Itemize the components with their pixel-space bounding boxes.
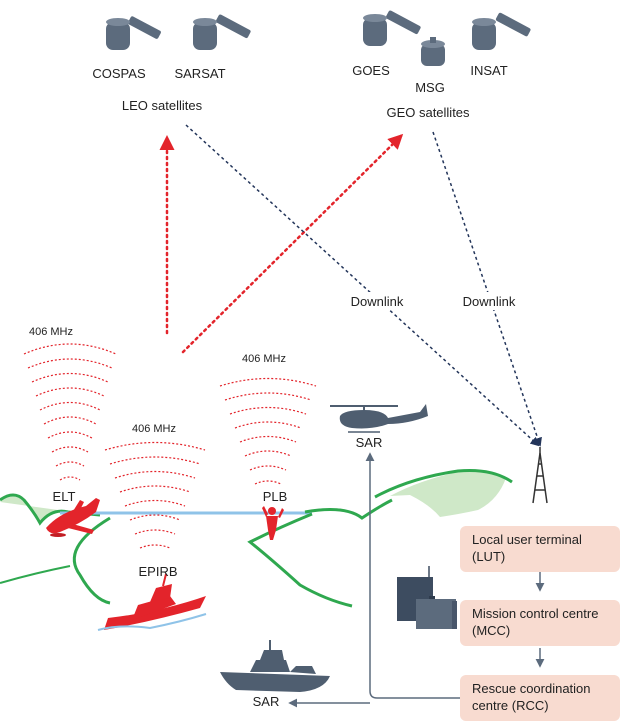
satellite-name-goes: GOES: [352, 63, 390, 78]
geo-group-label: GEO satellites: [386, 105, 470, 120]
uplink-arrow-geo: [181, 133, 404, 354]
coastline-hill: [304, 498, 393, 520]
satellite-name-sarsat: SARSAT: [174, 66, 225, 81]
mcc-box: Mission control centre (MCC): [460, 600, 620, 646]
helicopter-icon: [330, 404, 428, 433]
person-plb-icon: [262, 506, 284, 540]
rescue-ship-icon: [220, 640, 330, 692]
satellite-icon: [421, 37, 445, 66]
terminal-ridge: [374, 469, 513, 499]
satellite-icon: [472, 12, 531, 50]
mcc-label-line2: (MCC): [472, 623, 511, 638]
frequency-label-elt: 406 MHz: [29, 326, 73, 338]
mcc-label-line1: Mission control centre: [472, 606, 599, 621]
river-bank: [72, 516, 111, 605]
coastline-right: [247, 512, 353, 608]
aircraft-elt-icon: [46, 498, 100, 537]
rcc-label-line2: centre (RCC): [472, 698, 549, 713]
sar-label-helicopter: SAR: [356, 435, 383, 450]
frequency-label-plb: 406 MHz: [242, 353, 286, 365]
terminal-hill: [390, 470, 506, 517]
downlink-arrow-geo: [432, 131, 542, 447]
downlink-label-geo: Downlink: [463, 294, 516, 309]
satellite-name-cospas: COSPAS: [92, 66, 146, 81]
arrow-rcc-to-helicopter: [365, 452, 460, 699]
signal-waves-elt: [23, 343, 117, 481]
downlink-label-bg: [456, 292, 522, 310]
land-contour: [0, 565, 71, 584]
rcc-box: Rescue coordination centre (RCC): [460, 675, 620, 721]
beacon-label-epirb: EPIRB: [138, 564, 177, 579]
building-icon: [397, 566, 457, 629]
downlink-label-leo: Downlink: [351, 294, 404, 309]
antenna-tower-icon: [532, 447, 548, 504]
leo-group-label: LEO satellites: [122, 98, 203, 113]
satellite-icon: [363, 10, 421, 46]
beacon-label-elt: ELT: [53, 489, 76, 504]
rcc-label-line1: Rescue coordination: [472, 681, 591, 696]
signal-waves-epirb: [104, 441, 206, 549]
beacon-label-plb: PLB: [263, 489, 288, 504]
satellite-name-msg: MSG: [415, 80, 445, 95]
downlink-label-bg: [344, 292, 410, 310]
frequency-label-epirb: 406 MHz: [132, 423, 176, 435]
satellite-name-insat: INSAT: [470, 63, 507, 78]
terrain-hill: [0, 496, 58, 524]
downlink-arrow-leo: [185, 124, 540, 447]
satellite-icon: [106, 16, 161, 50]
satellite-icon: [193, 14, 251, 50]
lut-label-line1: Local user terminal: [472, 532, 582, 547]
sinking-ship-epirb-icon: [97, 573, 207, 631]
sar-label-ship: SAR: [253, 694, 280, 709]
lut-label-line2: (LUT): [472, 549, 506, 564]
lut-box: Local user terminal (LUT): [460, 526, 620, 572]
signal-waves-plb: [219, 377, 317, 485]
coastline-left: [0, 493, 101, 526]
